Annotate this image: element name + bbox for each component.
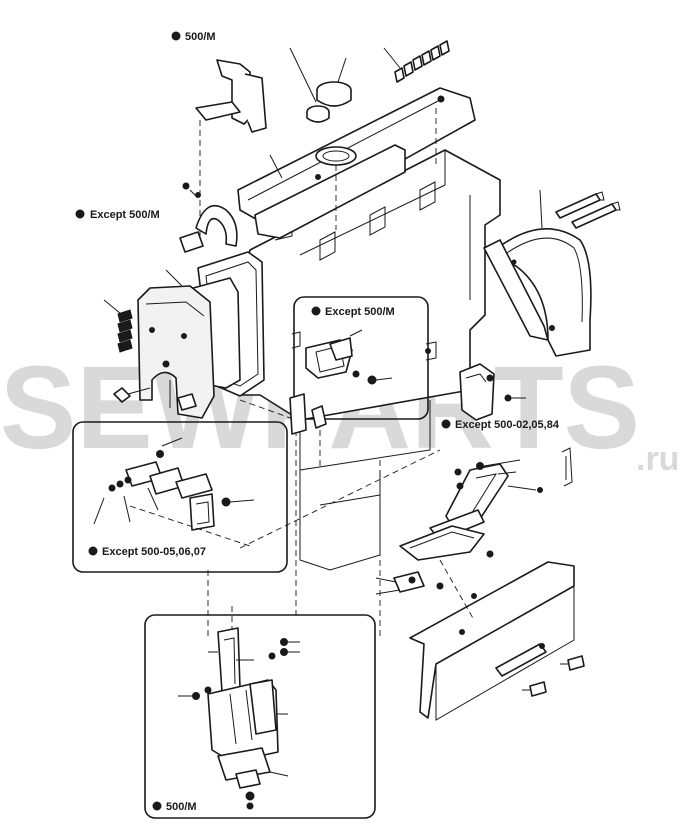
label-except-500-02-05-84: Except 500-02,05,84 bbox=[455, 419, 560, 431]
top-cover bbox=[237, 87, 476, 241]
inset-except-500m: Except 500/M bbox=[291, 296, 437, 420]
inset-except-500-05-06-07: Except 500-05,06,07 bbox=[72, 421, 288, 573]
belt-cover bbox=[483, 189, 621, 357]
face-plate bbox=[137, 251, 265, 419]
label-except-500m-inset: Except 500/M bbox=[325, 306, 395, 318]
label-500m-top: 500/M bbox=[185, 31, 216, 43]
top-leaders bbox=[269, 47, 437, 230]
label-500m-bottom: 500/M bbox=[166, 801, 197, 813]
top-cover-screws bbox=[394, 40, 450, 83]
watermark-suffix: .ru bbox=[636, 440, 679, 478]
label-except-500m-left: Except 500/M bbox=[90, 209, 160, 221]
inset-frame-except-500m bbox=[293, 296, 429, 420]
machine-arm-body bbox=[239, 149, 501, 571]
wire-guide: Except 500/M bbox=[75, 182, 238, 253]
inset-frame-except-500-05-06-07 bbox=[72, 421, 288, 573]
inset-500m-bottom: 500/M bbox=[144, 606, 376, 819]
face-plate-screws bbox=[103, 269, 183, 403]
presser-foot-assembly bbox=[399, 447, 573, 561]
oil-cap bbox=[306, 81, 352, 123]
bracket-500m-top: 500/M bbox=[171, 31, 267, 245]
inset-frame-500m-bottom bbox=[144, 614, 376, 819]
bracket-except-500-02-05-84: Except 500-02,05,84 bbox=[441, 363, 560, 431]
assembly-dashed-lines bbox=[207, 393, 441, 640]
label-except-500-05-06-07: Except 500-05,06,07 bbox=[102, 546, 206, 558]
bed-plate bbox=[375, 460, 585, 721]
